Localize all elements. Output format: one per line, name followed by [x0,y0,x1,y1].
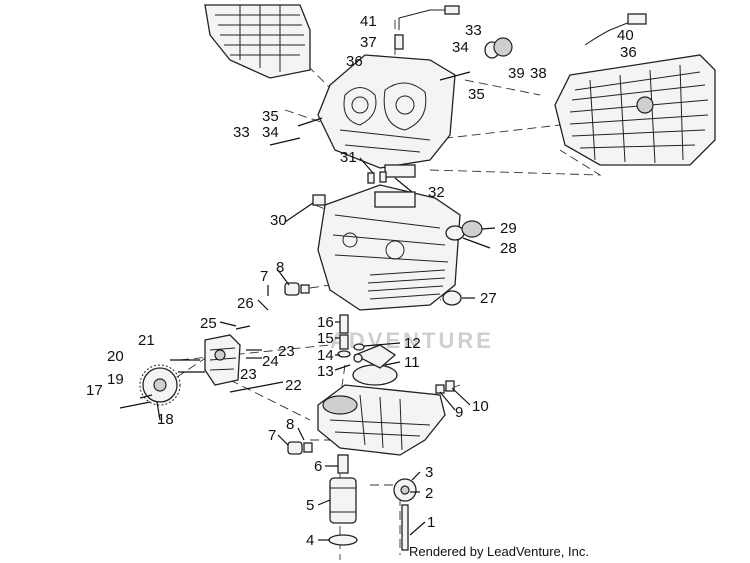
label-8: 8 [276,259,284,276]
label-34: 34 [452,39,469,56]
label-3: 3 [425,464,433,481]
label-22: 22 [285,377,302,394]
label-37: 37 [360,34,377,51]
label-40: 40 [617,27,634,44]
label-10: 10 [472,398,489,415]
oil-filter [328,454,358,546]
label-28: 28 [500,240,517,257]
rear-cylinder-head [204,4,311,79]
label-15: 15 [317,330,334,347]
part-number-labels: 41 37 36 33 34 39 38 35 40 36 35 33 34 3… [86,13,637,549]
label-31: 31 [340,149,357,166]
label-41: 41 [360,13,377,30]
oil-strainer [352,344,398,386]
label-25: 25 [200,315,217,332]
render-credit: Rendered by LeadVenture, Inc. [409,544,589,559]
label-26: 26 [237,295,254,312]
label-9: 9 [455,404,463,421]
regulator-valve [393,478,417,551]
oil-pan [317,384,446,456]
label-6: 6 [314,458,322,475]
label-14: 14 [317,347,334,364]
label-23-b: 23 [240,366,257,383]
label-30: 30 [270,212,287,229]
label-39: 39 [508,65,525,82]
label-19: 19 [107,371,124,388]
label-11: 11 [404,354,420,371]
label-35: 35 [468,86,485,103]
label-23: 23 [278,343,295,360]
label-1: 1 [427,514,435,531]
label-5: 5 [306,497,314,514]
label-34-b: 34 [262,124,279,141]
middle-crankcase [317,184,461,311]
label-21: 21 [138,332,155,349]
oil-pump-sprocket [139,364,181,406]
callout-leaders [139,157,496,541]
label-16: 16 [317,314,334,331]
label-27: 27 [480,290,497,307]
label-17: 17 [86,382,103,399]
label-4: 4 [306,532,314,549]
label-2: 2 [425,485,433,502]
oil-pump [204,334,241,386]
label-35-b: 35 [262,108,279,125]
label-33: 33 [465,22,482,39]
upper-crankcase [317,54,456,169]
label-33-b: 33 [233,124,250,141]
fasteners-and-seals [119,5,513,455]
label-7: 7 [260,268,268,285]
label-29: 29 [500,220,517,237]
label-12: 12 [404,335,421,352]
label-24: 24 [262,353,279,370]
label-18: 18 [157,411,174,428]
label-13: 13 [317,363,334,380]
label-20: 20 [107,348,124,365]
label-32: 32 [428,184,445,201]
label-38: 38 [530,65,547,82]
label-36: 36 [346,53,363,70]
label-7-b: 7 [268,427,276,444]
front-cylinder-head [554,13,716,166]
label-36-b: 36 [620,44,637,61]
label-8-b: 8 [286,416,294,433]
